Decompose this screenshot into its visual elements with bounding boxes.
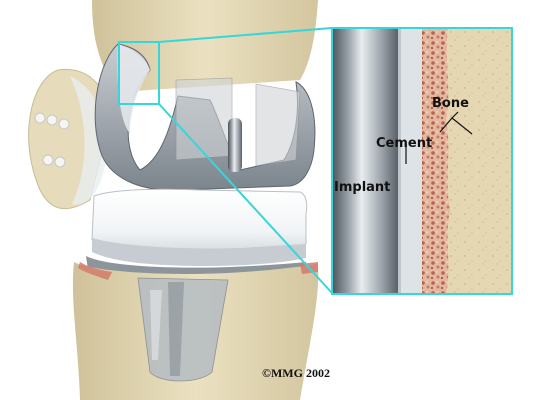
tibial-stem — [137, 277, 229, 382]
inset-cement — [398, 28, 422, 294]
magnified-inset — [331, 27, 513, 295]
tibial-insert — [91, 188, 308, 266]
callout-line-bottom — [158, 103, 333, 294]
label-implant: Implant — [334, 180, 391, 195]
label-cement: Cement — [376, 136, 433, 151]
callout-source-box — [118, 41, 160, 105]
label-bone: Bone — [432, 96, 469, 111]
femoral-component — [94, 43, 316, 191]
copyright-notice: ©MMG 2002 — [262, 366, 330, 380]
callout-line-top — [158, 27, 333, 43]
inset-implant — [332, 28, 398, 294]
inset-bone-interface — [422, 28, 450, 294]
